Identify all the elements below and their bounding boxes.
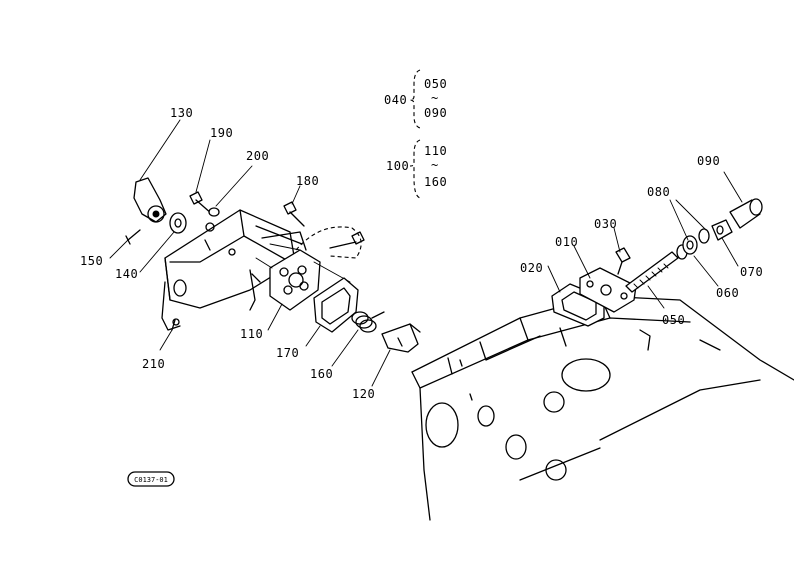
callout-170: 170	[276, 346, 299, 360]
callout-060: 060	[716, 286, 739, 300]
engine-block	[411, 295, 794, 521]
callout-110: 110	[240, 327, 263, 341]
right-parts	[551, 198, 763, 327]
callout-050: 050	[662, 313, 685, 327]
range-040-label: 040	[384, 93, 407, 107]
bolts-top	[189, 191, 365, 249]
callout-200: 200	[246, 149, 269, 163]
callout-020: 020	[520, 261, 543, 275]
lever-assembly	[125, 177, 187, 245]
shaft-120	[381, 323, 421, 353]
callout-210: 210	[142, 357, 165, 371]
leader-lines	[109, 119, 743, 387]
callout-190: 190	[210, 126, 233, 140]
range-040-to: 090	[424, 106, 447, 120]
callout-030: 030	[594, 217, 617, 231]
spring-160	[351, 311, 385, 333]
governor-housing	[161, 209, 307, 331]
callout-090: 090	[697, 154, 720, 168]
callout-120: 120	[352, 387, 375, 401]
callout-labels: 010 020 030 050 060 070 080 090 130 190 …	[80, 77, 763, 401]
drawing-code: C0137-01	[134, 476, 168, 484]
range-100-tilde: ~	[431, 158, 439, 172]
range-brackets	[409, 69, 421, 199]
range-100-from: 110	[424, 144, 447, 158]
callout-070: 070	[740, 265, 763, 279]
callout-080: 080	[647, 185, 670, 199]
range-040-tilde: ~	[431, 91, 439, 105]
range-100-to: 160	[424, 175, 447, 189]
drawing-code-stamp: C0137-01	[127, 471, 175, 487]
callout-010: 010	[555, 235, 578, 249]
gasket-170	[313, 277, 359, 333]
callout-130: 130	[170, 106, 193, 120]
range-100-label: 100	[386, 159, 409, 173]
range-040-from: 050	[424, 77, 447, 91]
dashed-detail	[295, 226, 362, 259]
callout-150: 150	[80, 254, 103, 268]
callout-180: 180	[296, 174, 319, 188]
callout-160: 160	[310, 367, 333, 381]
plate-110	[255, 243, 351, 311]
callout-140: 140	[115, 267, 138, 281]
